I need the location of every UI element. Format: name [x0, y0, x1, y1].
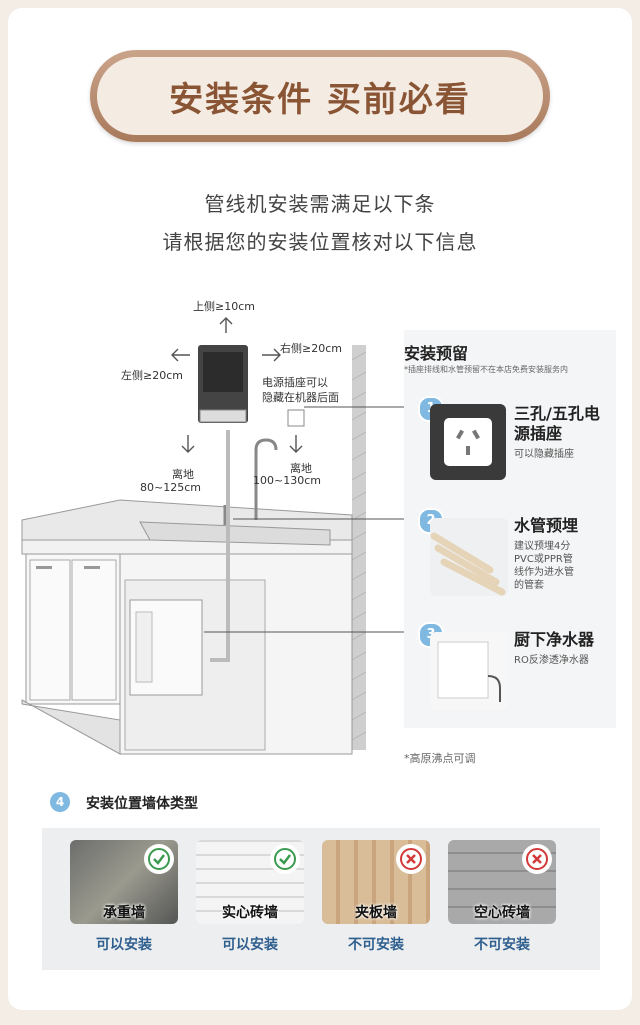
wall-plywood: 夹板墙	[322, 840, 430, 924]
right-clearance-label: 右侧≥20cm	[280, 342, 342, 355]
floor-height-value: 80~125cm	[140, 481, 201, 494]
installation-diagram	[21, 317, 420, 755]
wall-name: 承重墙	[103, 905, 145, 921]
item-1-title-line-1: 三孔/五孔电	[514, 404, 600, 423]
socket-image	[430, 404, 506, 480]
socket-height-value: 100~130cm	[253, 474, 321, 487]
item-2-sub-1: 建议预埋4分	[514, 541, 571, 552]
wall-name: 空心砖墙	[474, 905, 530, 921]
wall-status: 可以安装	[222, 937, 278, 953]
item-2-sub-4: 的管套	[514, 580, 544, 591]
title-banner: 安装条件 买前必看	[90, 50, 550, 142]
reserve-note: *插座排线和水管预留不在本店免费安装服务内	[404, 365, 568, 374]
wall-name: 夹板墙	[355, 905, 397, 921]
purifier-image	[430, 632, 508, 710]
item-1-sub: 可以隐藏插座	[514, 449, 574, 460]
item-2-title: 水管预埋	[514, 516, 579, 535]
wall-hollow-brick: 空心砖墙	[448, 840, 556, 924]
check-icon	[144, 844, 174, 874]
pipes-image	[430, 518, 508, 596]
wall-name: 实心砖墙	[222, 905, 278, 921]
cross-icon	[522, 844, 552, 874]
intro-line-1: 管线机安装需满足以下条	[204, 192, 436, 216]
reserve-title: 安装预留	[404, 344, 469, 363]
section-4-number: 4	[50, 792, 70, 812]
item-2-sub-3: 线作为进水管	[514, 567, 574, 578]
item-1-title-line-2: 源插座	[514, 424, 563, 443]
banner-title: 安装条件 买前必看	[169, 79, 471, 120]
floor-height-label: 离地	[172, 468, 194, 481]
item-2-sub-2: PVC或PPR管	[514, 554, 573, 565]
item-3-title: 厨下净水器	[514, 630, 595, 649]
socket-note-line-1: 电源插座可以	[262, 376, 328, 389]
section-4-title: 安装位置墙体类型	[86, 796, 198, 812]
footnote: *高原沸点可调	[404, 752, 476, 765]
socket-note-line-2: 隐藏在机器后面	[262, 391, 339, 404]
wall-status: 不可安装	[348, 937, 404, 953]
wall-load-bearing: 承重墙	[70, 840, 178, 924]
top-clearance-label: 上侧≥10cm	[193, 300, 255, 313]
socket-height-label: 离地	[290, 462, 312, 475]
left-clearance-label: 左侧≥20cm	[121, 369, 183, 382]
wall-status: 可以安装	[96, 937, 152, 953]
item-3-sub: RO反渗透净水器	[514, 655, 589, 666]
cross-icon	[396, 844, 426, 874]
intro-line-2: 请根据您的安装位置核对以下信息	[162, 230, 478, 254]
check-icon	[270, 844, 300, 874]
wall-status: 不可安装	[474, 937, 530, 953]
wall-solid-brick: 实心砖墙	[196, 840, 304, 924]
